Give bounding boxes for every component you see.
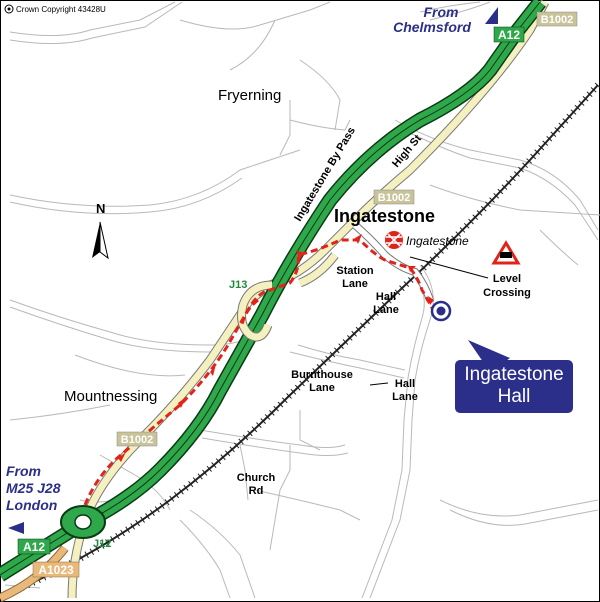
m25-arrow-icon bbox=[8, 522, 24, 534]
road-label-hall-lane-2a: Hall bbox=[395, 378, 415, 390]
b1002-road bbox=[67, 0, 549, 599]
svg-text:B1002: B1002 bbox=[121, 434, 153, 446]
tag-a12-top: A12 bbox=[493, 26, 525, 43]
road-label-station-lane-1: Station bbox=[336, 265, 374, 277]
place-mountnessing: Mountnessing bbox=[64, 388, 157, 405]
from-chelmsford-1: From bbox=[424, 4, 459, 20]
copyright-icon bbox=[4, 4, 14, 14]
destination-label-line1: Ingatestone bbox=[464, 364, 564, 385]
road-label-church-2: Rd bbox=[249, 485, 264, 497]
road-label-church-1: Church bbox=[237, 472, 276, 484]
route-arrowheads bbox=[118, 234, 434, 462]
svg-text:A12: A12 bbox=[498, 28, 520, 42]
railway-station-icon bbox=[385, 231, 403, 249]
station-label: Ingatestone bbox=[406, 234, 469, 248]
route-path bbox=[83, 238, 434, 506]
road-label-burnthouse-1: Burnthouse bbox=[291, 369, 353, 381]
level-crossing-label-1: Level bbox=[493, 273, 521, 285]
j13-slip-roads bbox=[237, 252, 339, 342]
road-label-station-lane-2: Lane bbox=[342, 278, 368, 290]
svg-text:B1002: B1002 bbox=[541, 14, 573, 26]
level-crossing-leader bbox=[409, 256, 489, 279]
tag-b1002-low: B1002 bbox=[116, 431, 158, 447]
from-m25-2: M25 J28 bbox=[6, 480, 61, 496]
tag-a1023: A1023 bbox=[32, 561, 80, 578]
road-label-hall-lane-2b: Lane bbox=[392, 391, 418, 403]
from-m25-3: London bbox=[6, 497, 57, 513]
place-ingatestone: Ingatestone bbox=[334, 206, 435, 226]
from-chelmsford-2: Chelmsford bbox=[393, 19, 471, 35]
destination-label-line2: Hall bbox=[497, 386, 531, 407]
junction-j12-label: J12 bbox=[93, 538, 111, 550]
tag-b1002-mid: B1002 bbox=[373, 189, 415, 205]
tag-a12-bottom: A12 bbox=[17, 538, 51, 555]
svg-text:A12: A12 bbox=[23, 540, 45, 554]
destination-marker-icon[interactable] bbox=[430, 300, 452, 322]
hall-lane-leader bbox=[369, 382, 389, 386]
junction-j13-label: J13 bbox=[229, 279, 247, 291]
road-label-burnthouse-2: Lane bbox=[309, 382, 335, 394]
level-crossing-label-2: Crossing bbox=[483, 287, 531, 299]
chelmsford-arrow-icon bbox=[485, 7, 498, 24]
j12-roundabout bbox=[60, 505, 106, 539]
svg-text:A1023: A1023 bbox=[38, 563, 74, 577]
svg-text:B1002: B1002 bbox=[378, 192, 410, 204]
level-crossing-icon bbox=[491, 240, 521, 265]
road-label-hall-lane-1b: Lane bbox=[373, 304, 399, 316]
destination-label-box[interactable]: Ingatestone Hall bbox=[455, 360, 573, 413]
place-fryerning: Fryerning bbox=[218, 87, 281, 104]
copyright-text: Crown Copyright 43428U bbox=[16, 5, 106, 14]
north-arrow-icon bbox=[92, 221, 109, 260]
road-label-hall-lane-1a: Hall bbox=[376, 291, 396, 303]
north-label: N bbox=[96, 201, 105, 216]
from-m25-1: From bbox=[6, 463, 41, 479]
railway bbox=[0, 82, 600, 601]
tag-b1002-top: B1002 bbox=[536, 11, 578, 27]
